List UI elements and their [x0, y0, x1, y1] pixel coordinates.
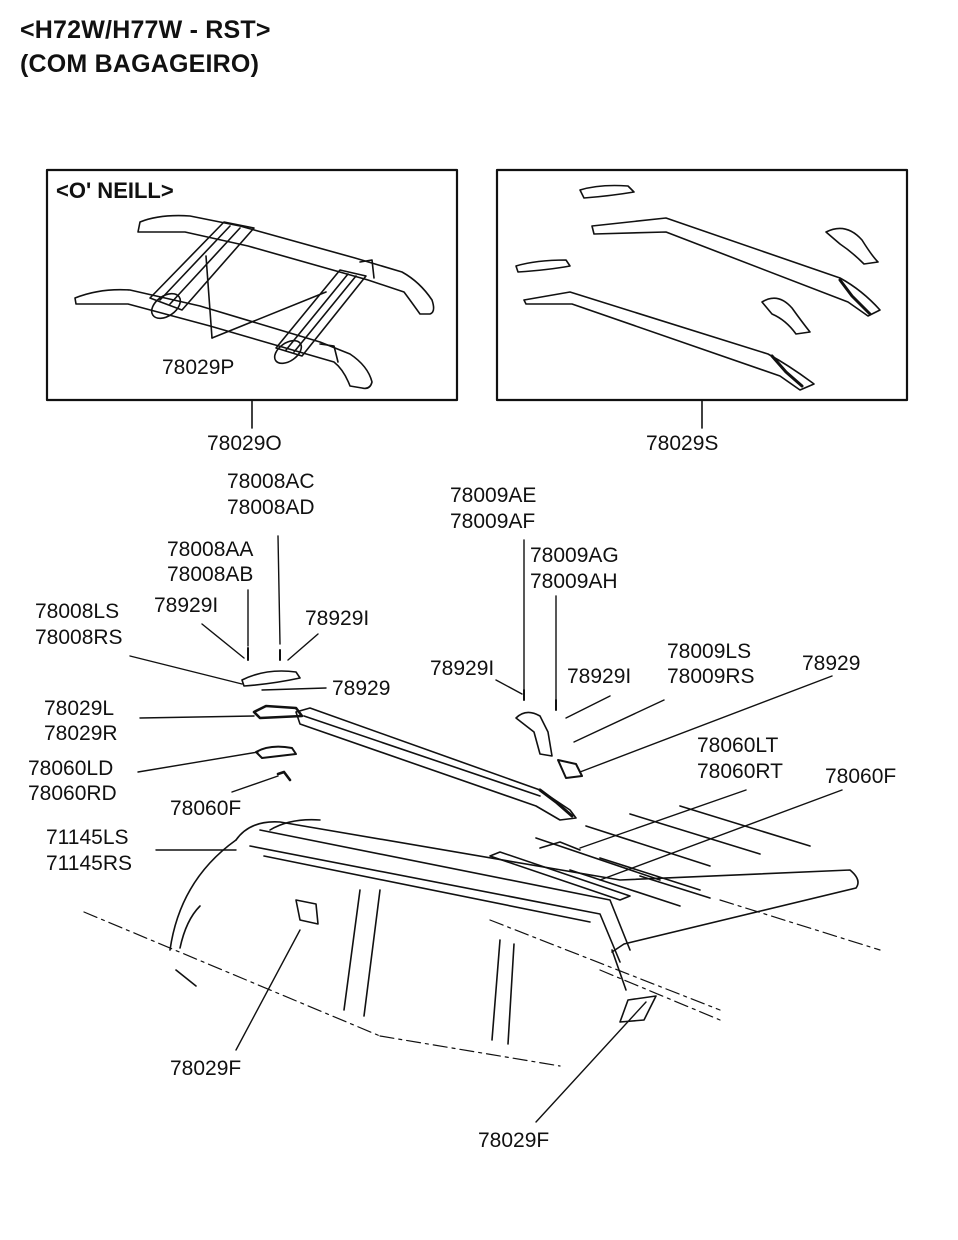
leader-lines: [129, 535, 843, 1123]
label-78008LS: 78008LS: [35, 600, 120, 623]
body-reference-lines: [83, 899, 881, 1067]
label-78929I-front-b: 78929I: [305, 607, 370, 630]
label-78060RT: 78060RT: [697, 760, 784, 783]
label-78029O: 78029O: [207, 432, 282, 455]
oneill-roof-rack-drawing: [74, 214, 435, 390]
label-78060F-front: 78060F: [170, 797, 242, 820]
label-78929-rear: 78929: [802, 652, 861, 675]
label-78029F-rear: 78029F: [478, 1129, 550, 1152]
label-78008AA: 78008AA: [167, 538, 254, 561]
label-78029F-front: 78029F: [170, 1057, 242, 1080]
label-78929I-rear-a: 78929I: [430, 657, 495, 680]
label-78008AB: 78008AB: [167, 563, 254, 586]
label-78929I-rear-b: 78929I: [567, 665, 632, 688]
label-78929I-front-a: 78929I: [154, 594, 219, 617]
roof-side-rail: [295, 707, 577, 821]
label-78008AC: 78008AC: [227, 470, 315, 493]
vehicle-roof-outline: [169, 805, 859, 1045]
label-78009AE: 78009AE: [450, 484, 537, 507]
diagram-title-variant: (COM BAGAGEIRO): [20, 50, 260, 78]
label-78929-front: 78929: [332, 677, 391, 700]
diagram-title-model: <H72W/H77W - RST>: [20, 16, 271, 44]
label-78009AG: 78009AG: [530, 544, 619, 567]
rear-rail-foot-assembly: [515, 689, 583, 779]
label-71145RS: 71145RS: [46, 852, 133, 875]
label-78060LT: 78060LT: [697, 734, 779, 757]
label-78009RS: 78009RS: [667, 665, 755, 688]
label-78008AD: 78008AD: [227, 496, 315, 519]
roof-rail-set-drawing: [515, 184, 881, 391]
label-78060LD: 78060LD: [28, 757, 114, 780]
label-78029S: 78029S: [646, 432, 719, 455]
label-71145LS: 71145LS: [46, 826, 129, 849]
inset-title-oneill: <O' NEILL>: [56, 178, 174, 203]
rear-clip-bracket: [619, 995, 657, 1023]
front-rail-foot-assembly: [241, 647, 304, 782]
label-78029P: 78029P: [162, 356, 235, 379]
label-78009LS: 78009LS: [667, 640, 752, 663]
label-78009AF: 78009AF: [450, 510, 536, 533]
label-78060F-rear: 78060F: [825, 765, 897, 788]
label-78029R: 78029R: [44, 722, 118, 745]
label-78008RS: 78008RS: [35, 626, 123, 649]
label-78029L: 78029L: [44, 697, 115, 720]
label-78060RD: 78060RD: [28, 782, 117, 805]
inset-box-oneill: [45, 168, 459, 402]
label-78009AH: 78009AH: [530, 570, 618, 593]
